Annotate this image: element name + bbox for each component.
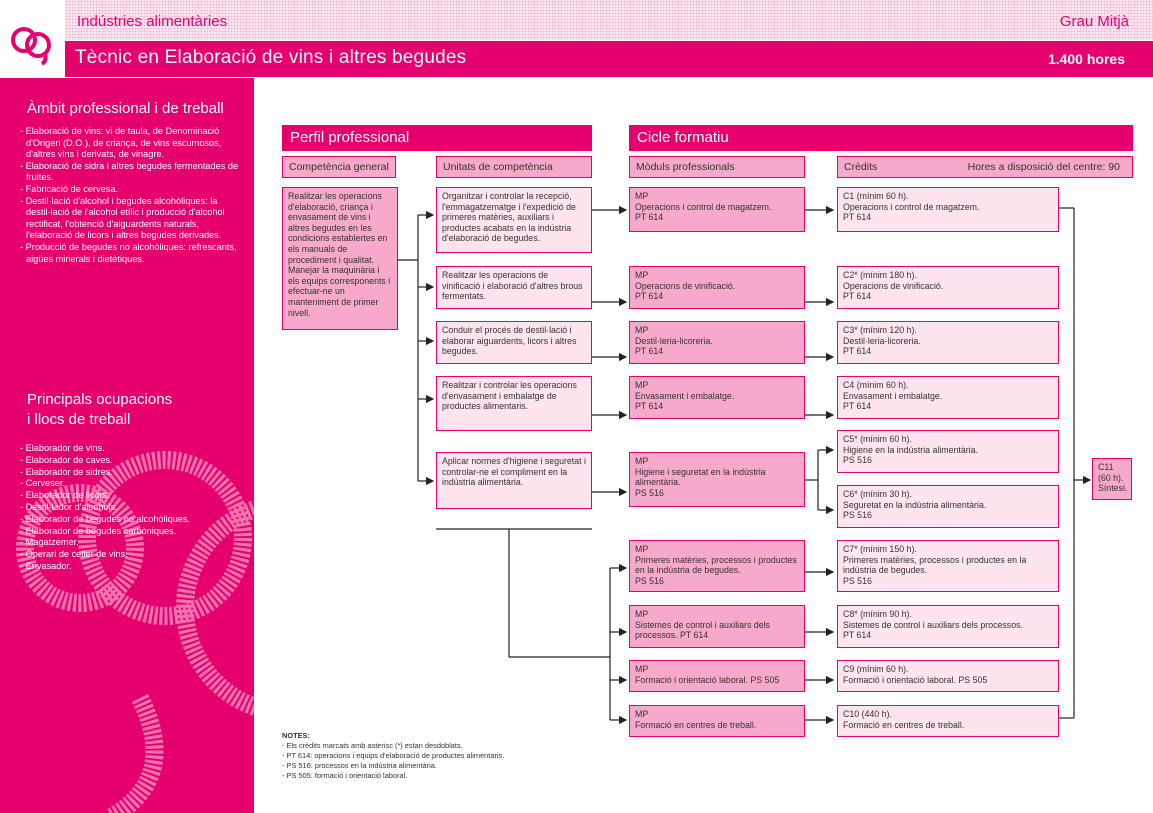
unitats-label: Unitats de competència bbox=[436, 156, 592, 178]
moduls-label: Mòduls professionals bbox=[629, 156, 805, 178]
credits-header: Crèdits Hores a disposició del centre: 9… bbox=[837, 156, 1133, 178]
unitat-box-2: Realitzar les operacions de vinificació … bbox=[436, 266, 592, 309]
unitat-box-5: Aplicar normes d'higiene i seguretat i c… bbox=[436, 452, 592, 509]
unitat-box-4: Realitzar i controlar les operacions d'e… bbox=[436, 376, 592, 431]
unitat-box-3: Conduir el procés de destil·lació i elab… bbox=[436, 321, 592, 364]
competencia-general-box: Realitzar les operacions d'elaboració, c… bbox=[282, 187, 398, 330]
credit-box-c11: C11(60 h).Síntesi. bbox=[1092, 458, 1132, 500]
credit-box-c1: C1 (mínim 60 h).Operacions i control de … bbox=[837, 187, 1059, 232]
credits-label: Crèdits bbox=[844, 161, 877, 173]
credit-box-c5: C5* (mínim 60 h).Higiene en la indústria… bbox=[837, 430, 1059, 473]
credit-box-c2: C2* (mínim 180 h).Operacions de vinifica… bbox=[837, 266, 1059, 309]
credit-box-c7: C7* (mínim 150 h).Primeres matèries, pro… bbox=[837, 540, 1059, 592]
credit-box-c10: C10 (440 h).Formació en centres de treba… bbox=[837, 705, 1059, 737]
note-item: - PS 505: formació i orientació laboral. bbox=[282, 771, 504, 781]
competencia-general-label: Competència general bbox=[282, 156, 396, 178]
credit-box-c6: C6* (mínim 30 h).Seguretat en la indústr… bbox=[837, 485, 1059, 528]
credit-box-c9: C9 (mínim 60 h).Formació i orientació la… bbox=[837, 660, 1059, 692]
perfil-header: Perfil professional bbox=[282, 125, 592, 151]
cicle-header: Cicle formatiu bbox=[629, 125, 1133, 151]
note-item: - PS 516: processos en la indústria alim… bbox=[282, 761, 504, 771]
hores-centre-label: Hores a disposició del centre: 90 bbox=[968, 157, 1120, 177]
note-item: - Els crèdits marcats amb asterisc (*) e… bbox=[282, 741, 504, 751]
credit-box-c4: C4 (mínim 60 h).Envasament i embalatge.P… bbox=[837, 376, 1059, 419]
note-item: - PT 614: operacions i equips d'elaborac… bbox=[282, 751, 504, 761]
notes-title: NOTES: bbox=[282, 731, 504, 741]
credit-box-c8: C8* (mínim 90 h).Sistemes de control i a… bbox=[837, 605, 1059, 648]
unitat-box-1: Organitzar i controlar la recepció, l'em… bbox=[436, 187, 592, 253]
notes: NOTES: - Els crèdits marcats amb asteris… bbox=[282, 731, 504, 781]
credit-box-c3: C3* (mínim 120 h).Destil·leria-licoreria… bbox=[837, 321, 1059, 364]
